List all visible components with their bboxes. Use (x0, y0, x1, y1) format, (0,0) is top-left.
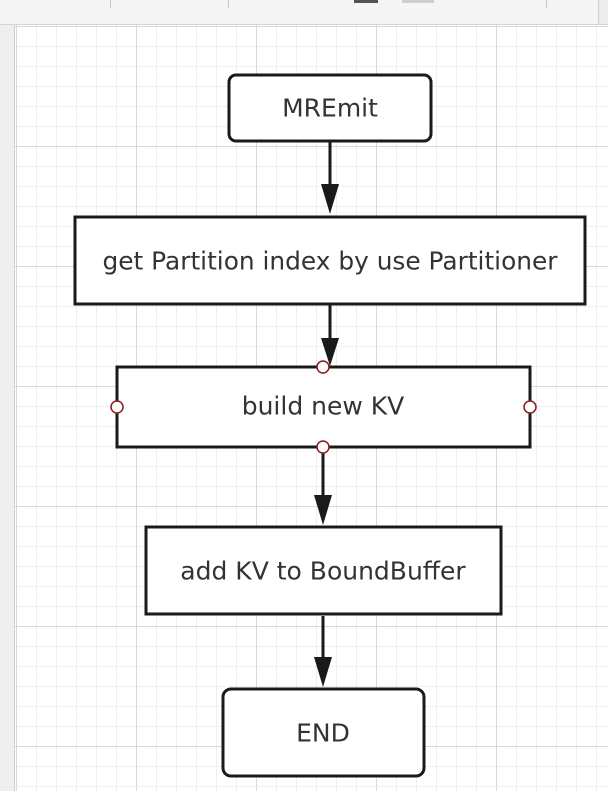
connection-point-right[interactable] (523, 400, 537, 414)
node-label: END (296, 719, 350, 748)
toolbar-separator (546, 0, 547, 8)
node-shape (221, 687, 426, 778)
arrowhead-icon (314, 657, 332, 687)
node-shape (144, 525, 503, 616)
toolbar-separator (110, 0, 111, 8)
arrowhead-icon (314, 495, 332, 525)
arrowhead-icon (321, 338, 339, 366)
node-end[interactable]: END (221, 687, 426, 778)
node-shape (227, 73, 433, 143)
edge-mremit-to-get-partition[interactable] (321, 141, 339, 214)
edge-get-partition-to-build-kv[interactable] (321, 305, 339, 366)
connection-point-bottom[interactable] (316, 440, 330, 454)
edge-add-kv-to-end[interactable] (314, 616, 332, 687)
node-label: get Partition index by use Partitioner (103, 247, 559, 276)
node-label: MREmit (282, 94, 378, 123)
node-mremit[interactable]: MREmit (227, 73, 433, 143)
node-label: add KV to BoundBuffer (180, 557, 466, 586)
connection-point-top[interactable] (316, 360, 330, 374)
connection-point-left[interactable] (110, 400, 124, 414)
toolbar (0, 0, 608, 25)
arrowhead-icon (321, 184, 339, 214)
node-label: build new KV (242, 392, 405, 421)
left-ruler (0, 25, 15, 791)
node-shape (73, 215, 587, 306)
toolbar-button[interactable] (354, 0, 378, 3)
toolbar-end-panel (598, 0, 608, 24)
node-get-partition[interactable]: get Partition index by use Partitioner (73, 215, 587, 306)
toolbar-button[interactable] (402, 0, 434, 3)
node-add-kv[interactable]: add KV to BoundBuffer (144, 525, 503, 616)
edge-build-kv-to-add-kv[interactable] (314, 448, 332, 525)
toolbar-separator (228, 0, 229, 8)
node-build-kv[interactable]: build new KV (110, 360, 537, 454)
